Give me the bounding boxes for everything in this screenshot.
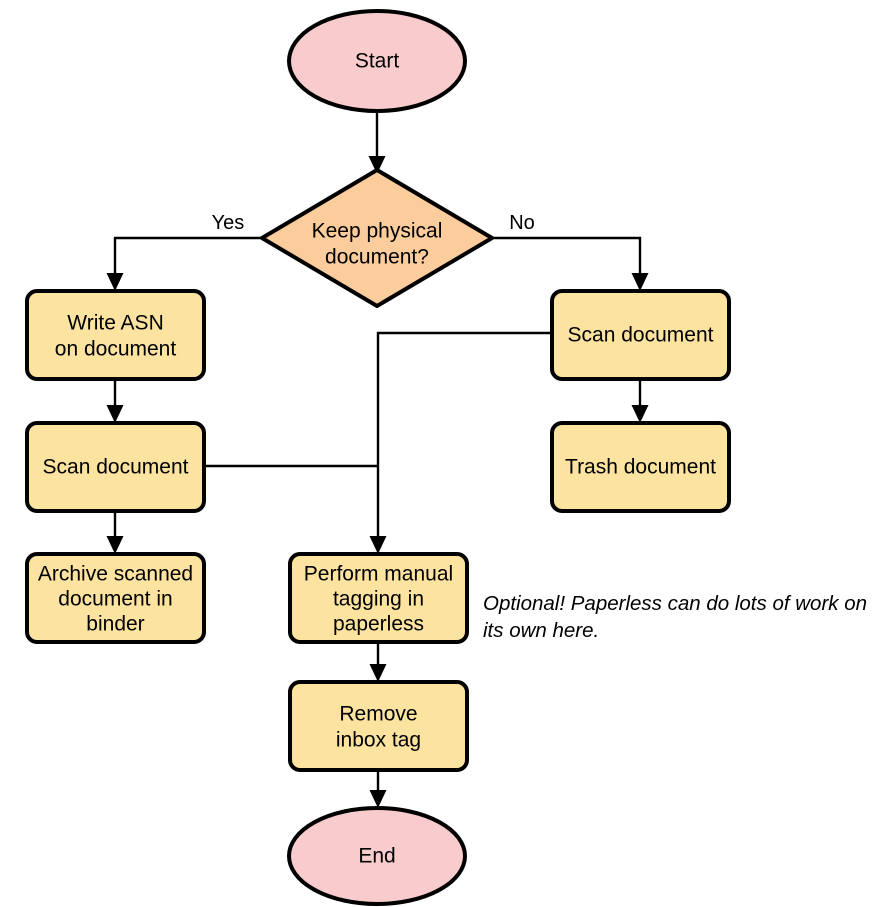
node-scan-document-left-label: Scan document — [43, 456, 189, 479]
annotation-line2: its own here. — [483, 619, 599, 642]
edge-decision-no-to-scan-right — [492, 236, 649, 291]
edge-scan-right-to-trash — [631, 379, 649, 423]
node-write-asn-label-line2: on document — [55, 338, 177, 361]
edge-layer — [106, 111, 649, 808]
node-remove-inbox-tag[interactable]: Remove inbox tag — [288, 680, 469, 772]
edge-scan-left-to-archive — [106, 511, 124, 554]
node-start[interactable]: Start — [287, 9, 467, 113]
node-write-asn-label-line1: Write ASN — [67, 312, 163, 335]
node-decision-label-line2: document? — [325, 246, 429, 269]
node-archive-label-line1: Archive scanned — [38, 563, 193, 586]
edge-start-to-decision — [368, 111, 386, 174]
node-tagging-label-line1: Perform manual — [304, 563, 453, 586]
node-perform-manual-tagging[interactable]: Perform manual tagging in paperless — [288, 552, 469, 644]
node-tagging-label-line3: paperless — [333, 613, 424, 636]
arrowhead-icon — [106, 273, 124, 291]
node-tagging-label-line2: tagging in — [333, 588, 424, 611]
edge-decision-yes-to-write-asn — [106, 236, 262, 291]
node-scan-document-right[interactable]: Scan document — [550, 289, 731, 381]
node-trash-document-label: Trash document — [565, 456, 716, 479]
scan-document-right-box[interactable] — [550, 289, 731, 381]
node-end-label: End — [358, 845, 395, 868]
edge-label-yes: Yes — [212, 212, 245, 234]
annotation-optional-paperless: Optional! Paperless can do lots of work … — [483, 592, 867, 642]
edge-scan-right-to-tagging — [369, 331, 552, 554]
annotation-line1: Optional! Paperless can do lots of work … — [483, 592, 867, 615]
remove-inbox-tag-box[interactable] — [288, 680, 469, 772]
start-ellipse[interactable] — [287, 9, 467, 113]
edge-remove-inbox-to-end — [369, 770, 387, 808]
arrowhead-icon — [368, 156, 386, 174]
node-remove-inbox-label-line1: Remove — [339, 703, 417, 726]
node-write-asn[interactable]: Write ASN on document — [25, 289, 206, 381]
node-scan-document-left[interactable]: Scan document — [25, 421, 206, 513]
decision-diamond[interactable] — [260, 168, 494, 308]
arrowhead-icon — [369, 790, 387, 808]
arrowhead-icon — [369, 536, 387, 554]
edge-line — [376, 331, 552, 542]
write-asn-box[interactable] — [25, 289, 206, 381]
node-trash-document[interactable]: Trash document — [550, 421, 731, 513]
arrowhead-icon — [106, 536, 124, 554]
node-start-label: Start — [355, 50, 400, 73]
edge-line — [492, 236, 642, 279]
arrowhead-icon — [631, 273, 649, 291]
node-end[interactable]: End — [287, 806, 467, 906]
archive-box[interactable] — [25, 552, 206, 644]
scan-document-left-box[interactable] — [25, 421, 206, 513]
arrowhead-icon — [106, 405, 124, 423]
edge-tagging-to-remove-inbox — [369, 642, 387, 682]
node-decision-keep-physical-document[interactable]: Keep physical document? — [260, 168, 494, 308]
end-ellipse[interactable] — [287, 806, 467, 906]
node-scan-document-right-label: Scan document — [568, 324, 714, 347]
edge-line — [113, 236, 262, 279]
perform-manual-tagging-box[interactable] — [288, 552, 469, 644]
edge-write-asn-to-scan-left — [106, 379, 124, 423]
node-archive-scanned-document[interactable]: Archive scanned document in binder — [25, 552, 206, 644]
node-decision-label-line1: Keep physical — [312, 220, 443, 243]
arrowhead-icon — [369, 664, 387, 682]
arrowhead-icon — [631, 405, 649, 423]
edge-label-no: No — [509, 212, 535, 234]
trash-document-box[interactable] — [550, 421, 731, 513]
node-archive-label-line2: document in — [58, 588, 172, 611]
node-archive-label-line3: binder — [86, 613, 144, 636]
node-remove-inbox-label-line2: inbox tag — [336, 729, 421, 752]
